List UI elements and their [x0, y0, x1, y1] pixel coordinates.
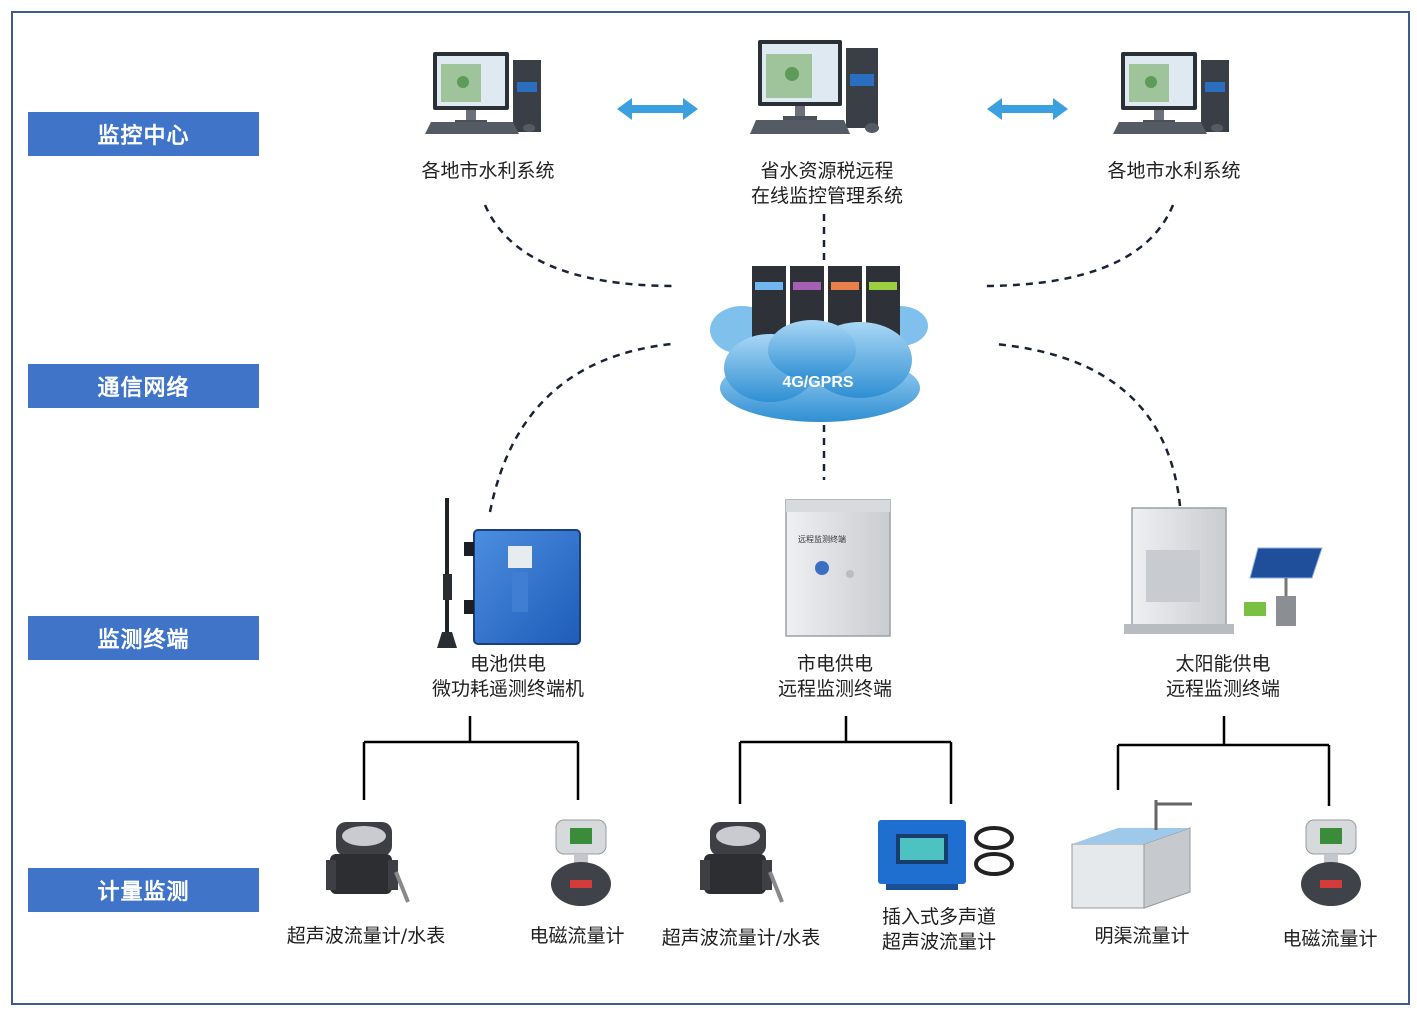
antenna-icon	[437, 498, 457, 648]
double-arrow-left	[617, 98, 698, 120]
caption-province-system: 省水资源税远程 在线监控管理系统	[751, 159, 903, 209]
caption-battery-line2: 微功耗遥测终端机	[431, 678, 585, 700]
open-channel-meter-icon	[1071, 800, 1192, 909]
dashed-links	[483, 204, 1182, 513]
solar-terminal-box-icon	[1124, 507, 1234, 634]
link-left-center	[483, 204, 673, 288]
tier-metering: 计量监测	[28, 868, 259, 912]
double-arrow-right	[987, 98, 1068, 120]
caption-insertion-line1: 插入式多声道	[881, 906, 997, 928]
caption-insertion-meter: 插入式多声道 超声波流量计	[882, 905, 996, 955]
caption-mains-line2: 远程监测终端	[777, 678, 893, 700]
ultrasonic-meter-icon-2	[700, 822, 784, 903]
mains-panel-text: 远程监测终端	[798, 534, 846, 544]
battery-terminal-box-icon	[464, 529, 581, 645]
diagram-frame	[11, 11, 1410, 1005]
link-battery-terminal	[488, 342, 673, 513]
caption-ultrasonic-meter-2: 超声波流量计/水表	[661, 927, 821, 949]
caption-city-system-left: 各地市水利系统	[421, 160, 555, 182]
caption-battery-line1: 电池供电	[469, 653, 547, 675]
caption-province-line2: 在线监控管理系统	[750, 185, 904, 207]
electromagnetic-meter-icon-2	[1301, 819, 1361, 906]
caption-solar-line1: 太阳能供电	[1175, 653, 1271, 675]
computer-icon-left	[425, 52, 541, 134]
caption-solar-terminal: 太阳能供电 远程监测终端	[1166, 652, 1280, 702]
caption-battery-terminal: 电池供电 微功耗遥测终端机	[432, 652, 584, 702]
insertion-flowmeter-icon	[878, 820, 1014, 890]
cloud-body-icon	[720, 320, 920, 422]
electromagnetic-meter-icon-1	[551, 819, 611, 906]
computer-icon-right	[1113, 52, 1229, 134]
link-solar-terminal	[994, 342, 1182, 507]
caption-province-line1: 省水资源税远程	[760, 160, 894, 182]
caption-insertion-line2: 超声波流量计	[881, 931, 997, 953]
cloud-label: 4G/GPRS	[782, 374, 853, 391]
caption-open-channel-meter: 明渠流量计	[1094, 925, 1190, 947]
tier-network: 通信网络	[28, 364, 259, 408]
ultrasonic-meter-icon-1	[326, 822, 410, 903]
caption-electromagnetic-meter-1: 电磁流量计	[529, 925, 625, 947]
mains-terminal-box-icon: 远程监测终端	[785, 499, 891, 637]
solar-panel-icon	[1244, 547, 1323, 626]
caption-solar-line2: 远程监测终端	[1165, 678, 1281, 700]
caption-mains-line1: 市电供电	[796, 653, 874, 675]
computer-icon-middle	[750, 40, 879, 134]
caption-ultrasonic-meter-1: 超声波流量计/水表	[286, 925, 446, 947]
caption-city-system-right: 各地市水利系统	[1107, 160, 1241, 182]
tree-connectors	[362, 716, 1331, 806]
caption-electromagnetic-meter-2: 电磁流量计	[1282, 928, 1378, 950]
tier-terminal: 监测终端	[28, 616, 259, 660]
caption-mains-terminal: 市电供电 远程监测终端	[778, 652, 892, 702]
tier-monitoring-center: 监控中心	[28, 112, 259, 156]
link-right-center	[984, 204, 1175, 288]
